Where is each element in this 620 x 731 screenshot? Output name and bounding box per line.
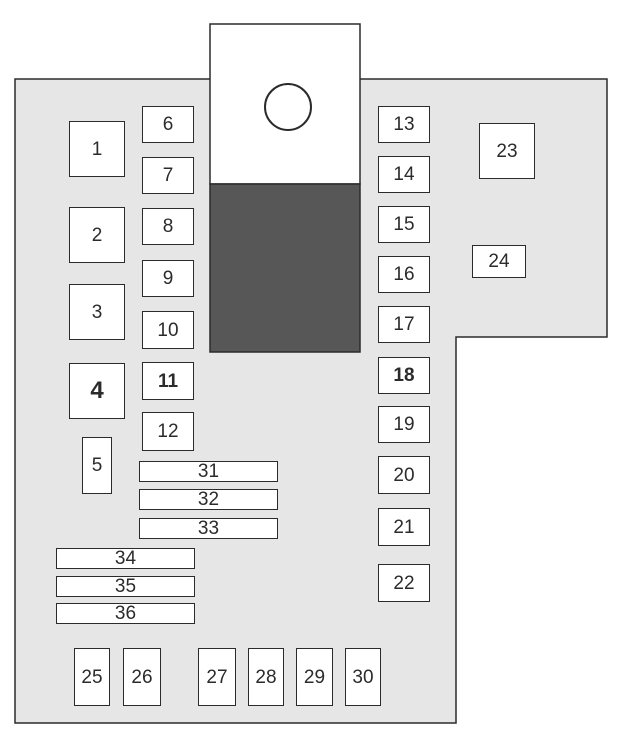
fuse-3: 3 [69,284,125,340]
fuse-7: 7 [142,157,194,194]
fuse-22: 22 [378,564,430,602]
fuse-18: 18 [378,357,430,394]
fuse-23: 23 [479,123,535,179]
fuse-27: 27 [198,648,236,706]
fuse-2: 2 [69,207,125,263]
fuse-9: 9 [142,260,194,297]
fuse-6: 6 [142,106,194,143]
fuse-11: 11 [142,362,194,400]
fuse-35: 35 [56,576,195,597]
fuse-28: 28 [248,648,284,706]
fuse-34: 34 [56,548,195,569]
fuse-36: 36 [56,603,195,624]
fuse-33: 33 [139,518,278,539]
fuse-1: 1 [69,121,125,177]
fuse-20: 20 [378,456,430,494]
fuse-12: 12 [142,412,194,451]
fuse-26: 26 [123,648,161,706]
fuse-15: 15 [378,206,430,243]
fuse-17: 17 [378,306,430,343]
circle-icon [264,83,312,131]
fuse-21: 21 [378,508,430,546]
fuse-5: 5 [82,437,112,494]
fuse-10: 10 [142,311,194,349]
fuse-19: 19 [378,406,430,443]
fuse-14: 14 [378,156,430,193]
fuse-30: 30 [345,648,381,706]
fuse-4: 4 [69,363,125,419]
fuse-25: 25 [74,648,110,706]
fuse-31: 31 [139,461,278,482]
fuse-32: 32 [139,489,278,510]
relay-block-body [209,183,361,353]
fuse-29: 29 [296,648,333,706]
fuse-16: 16 [378,256,430,293]
fuse-13: 13 [378,106,430,143]
fuse-8: 8 [142,208,194,245]
fuse-24: 24 [472,245,526,278]
